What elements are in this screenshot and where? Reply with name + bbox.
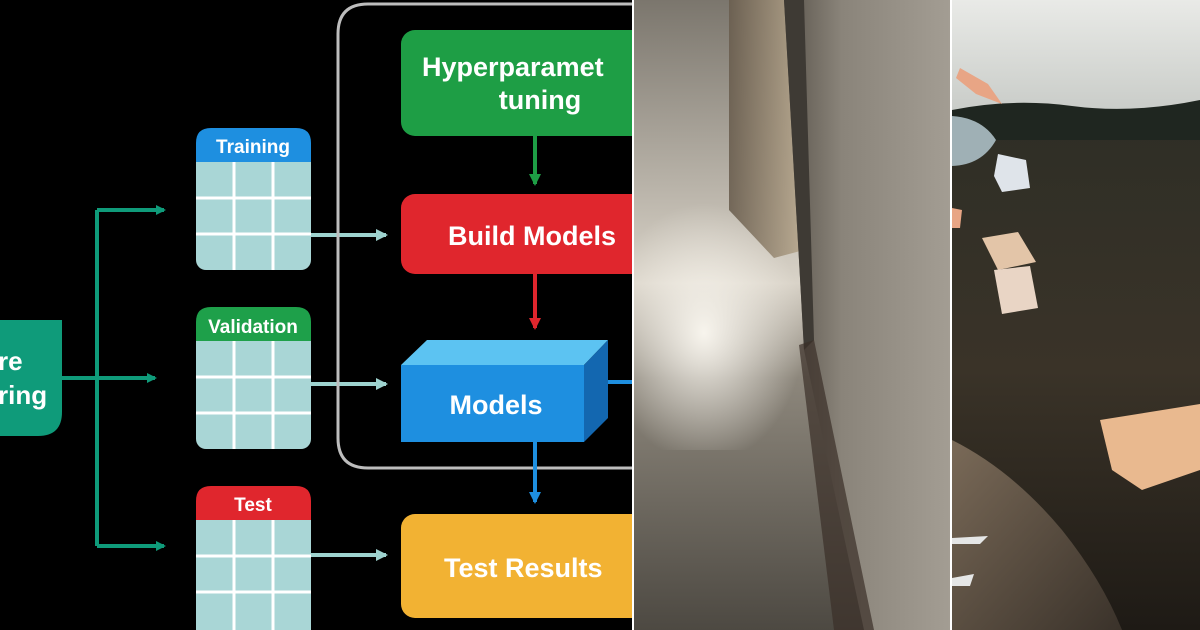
feature-engineering-line-2: ring (0, 380, 47, 410)
concrete-wall (784, 0, 950, 630)
models-box: Models (401, 340, 608, 442)
test-label: Test (234, 495, 272, 516)
training-label: Training (216, 137, 290, 158)
field-photo-panel (952, 0, 1200, 630)
wall-base-shadow (799, 340, 874, 630)
tree-line (952, 100, 1200, 140)
distant-pillar (729, 0, 804, 258)
flying-paper-3 (982, 232, 1036, 270)
wall-photo-panel (634, 0, 950, 630)
ground-paper-1 (952, 536, 988, 544)
wall-edge-shadow (784, 0, 814, 350)
dirt-path (952, 440, 1122, 630)
test-results-box: Test Results (401, 514, 632, 618)
ground-paper-2 (952, 574, 974, 586)
hyperparameter-tuning-box: Hyperparamet tuning (401, 30, 632, 136)
validation-label: Validation (208, 317, 298, 338)
build-models-box: Build Models (401, 194, 632, 274)
wall-photo (634, 0, 950, 630)
workflow-diagram-panel: re ring Training (0, 0, 632, 630)
flying-paper-5 (952, 208, 962, 228)
split-connectors (62, 205, 166, 551)
flying-paper-1 (956, 68, 1002, 104)
tuning-loop-frame (336, 2, 632, 470)
feature-engineering-line-1: re (0, 346, 23, 376)
validation-table: Validation (196, 307, 311, 449)
test-table: Test (196, 486, 311, 630)
lake-water (952, 116, 996, 166)
flying-paper-2 (994, 154, 1030, 192)
test-results-label: Test Results (444, 553, 603, 583)
field-photo (952, 0, 1200, 630)
workflow-diagram: re ring Training (0, 2, 632, 630)
hyperparameter-line-1: Hyperparamet (422, 52, 604, 82)
build-models-label: Build Models (448, 221, 616, 251)
hyperparameter-line-2: tuning (499, 85, 581, 115)
flying-paper-6 (1100, 404, 1200, 490)
flying-paper-4 (994, 266, 1038, 314)
training-table: Training (196, 128, 311, 270)
models-label: Models (449, 390, 542, 420)
feature-engineering-box: re ring (0, 320, 62, 436)
